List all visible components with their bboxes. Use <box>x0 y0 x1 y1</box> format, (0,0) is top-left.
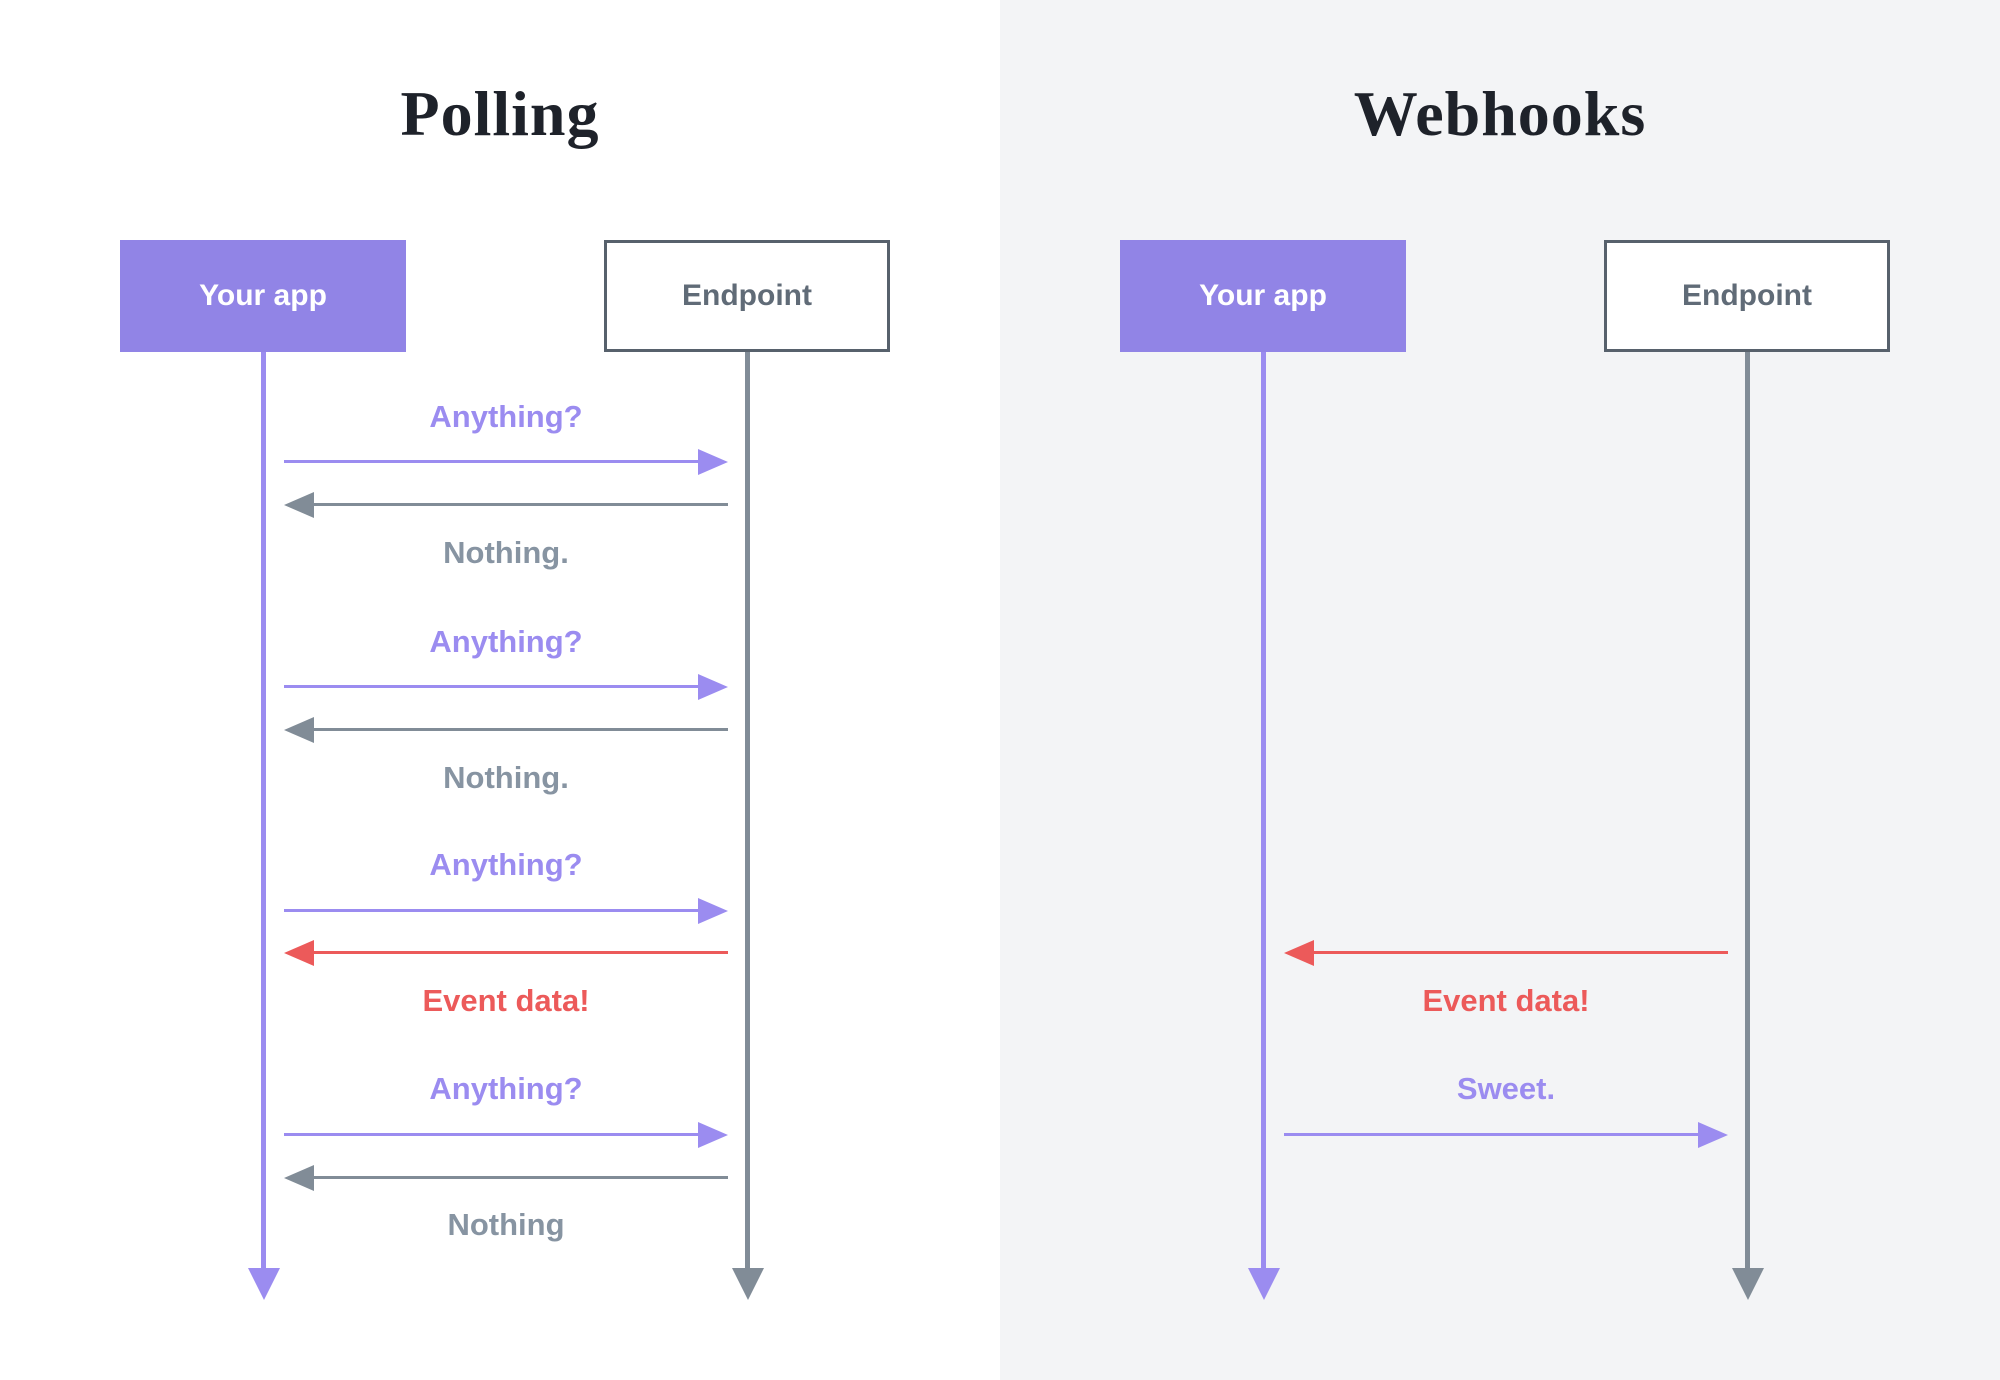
arrow-head-icon <box>698 674 728 700</box>
arrow-line <box>284 685 700 688</box>
lifeline-arrowhead-icon <box>248 1268 280 1300</box>
lifeline-arrowhead-icon <box>1732 1268 1764 1300</box>
request-arrow-icon <box>284 898 728 924</box>
arrow-head-icon <box>284 1165 314 1191</box>
actor-box-endpoint: Endpoint <box>1604 240 1890 352</box>
actor-label-endpoint: Endpoint <box>1682 279 1812 312</box>
request-arrow-icon <box>284 449 728 475</box>
message-label: Anything? <box>429 399 583 434</box>
arrow-line <box>284 909 700 912</box>
response-arrow-icon <box>284 492 728 518</box>
panel-title-polling: Polling <box>400 78 600 149</box>
message-label: Sweet. <box>1456 1071 1556 1106</box>
arrow-line <box>1312 951 1728 954</box>
response-arrow-icon <box>284 717 728 743</box>
arrow-head-icon <box>698 1122 728 1148</box>
message-label: Nothing. <box>443 535 569 570</box>
request-arrow-icon <box>284 1122 728 1148</box>
actor-box-your-app: Your app <box>120 240 406 352</box>
message-label: Nothing. <box>443 760 569 795</box>
lifeline-arrowhead-icon <box>1248 1268 1280 1300</box>
request-arrow-icon <box>284 674 728 700</box>
arrow-line <box>284 460 700 463</box>
actor-label-your-app: Your app <box>1199 279 1327 312</box>
actor-box-your-app: Your app <box>1120 240 1406 352</box>
arrow-head-icon <box>698 449 728 475</box>
lifeline-arrowhead-icon <box>732 1268 764 1300</box>
arrow-line <box>312 503 728 506</box>
panel-title-webhooks: Webhooks <box>1353 78 1647 149</box>
arrow-head-icon <box>284 940 314 966</box>
lifeline-your-app <box>261 352 266 1272</box>
arrow-head-icon <box>1698 1122 1728 1148</box>
arrow-head-icon <box>284 717 314 743</box>
message-label: Event data! <box>422 983 590 1018</box>
panel-polling: Polling Your app Endpoint Anything? Noth… <box>120 78 890 1300</box>
arrow-line <box>1284 1133 1700 1136</box>
arrow-line <box>312 728 728 731</box>
actor-label-endpoint: Endpoint <box>682 279 812 312</box>
arrow-head-icon <box>284 492 314 518</box>
actor-label-your-app: Your app <box>199 279 327 312</box>
actor-box-endpoint: Endpoint <box>604 240 890 352</box>
response-arrow-icon <box>284 940 728 966</box>
message-label: Event data! <box>1422 983 1590 1018</box>
message-label: Anything? <box>429 847 583 882</box>
message-label: Anything? <box>429 624 583 659</box>
webhook-arrow-icon <box>1284 940 1728 966</box>
lifeline-endpoint <box>1745 352 1750 1272</box>
lifeline-your-app <box>1261 352 1266 1272</box>
response-arrow-icon <box>284 1165 728 1191</box>
arrow-line <box>312 1176 728 1179</box>
lifeline-endpoint <box>745 352 750 1272</box>
message-label: Nothing <box>447 1207 565 1242</box>
message-label: Anything? <box>429 1071 583 1106</box>
panel-webhooks: Webhooks Your app Endpoint Event data! S… <box>1000 0 2000 1380</box>
arrow-head-icon <box>1284 940 1314 966</box>
ack-arrow-icon <box>1284 1122 1728 1148</box>
arrow-head-icon <box>698 898 728 924</box>
arrow-line <box>312 951 728 954</box>
arrow-line <box>284 1133 700 1136</box>
